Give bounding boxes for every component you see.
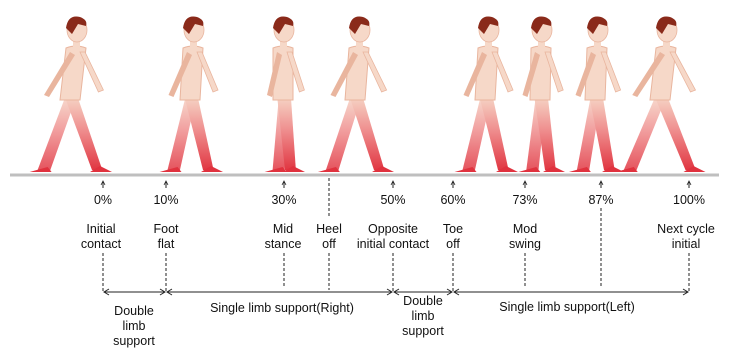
percent-label: 100% — [673, 193, 705, 208]
phase-arrows — [104, 289, 688, 295]
walking-figure-icon — [518, 16, 565, 172]
percent-label: 0% — [94, 193, 112, 208]
percent-label: 73% — [512, 193, 537, 208]
walking-figure-icon — [30, 16, 112, 172]
percent-label: 10% — [153, 193, 178, 208]
percent-label: 50% — [380, 193, 405, 208]
walking-figure-icon — [569, 16, 624, 172]
walking-figure-icon — [160, 16, 224, 172]
phase-label-single-left: Single limb support(Left) — [499, 300, 634, 315]
walking-figure-icon — [455, 16, 519, 172]
percent-label: 87% — [588, 193, 613, 208]
walking-figure-icon — [318, 16, 394, 172]
walking-figure-icon — [265, 16, 305, 172]
phase-label-single-right: Single limb support(Right) — [210, 301, 354, 316]
walking-figure-icon — [616, 16, 706, 172]
percent-label: 30% — [271, 193, 296, 208]
percent-label: 60% — [440, 193, 465, 208]
figure-row — [30, 16, 706, 172]
